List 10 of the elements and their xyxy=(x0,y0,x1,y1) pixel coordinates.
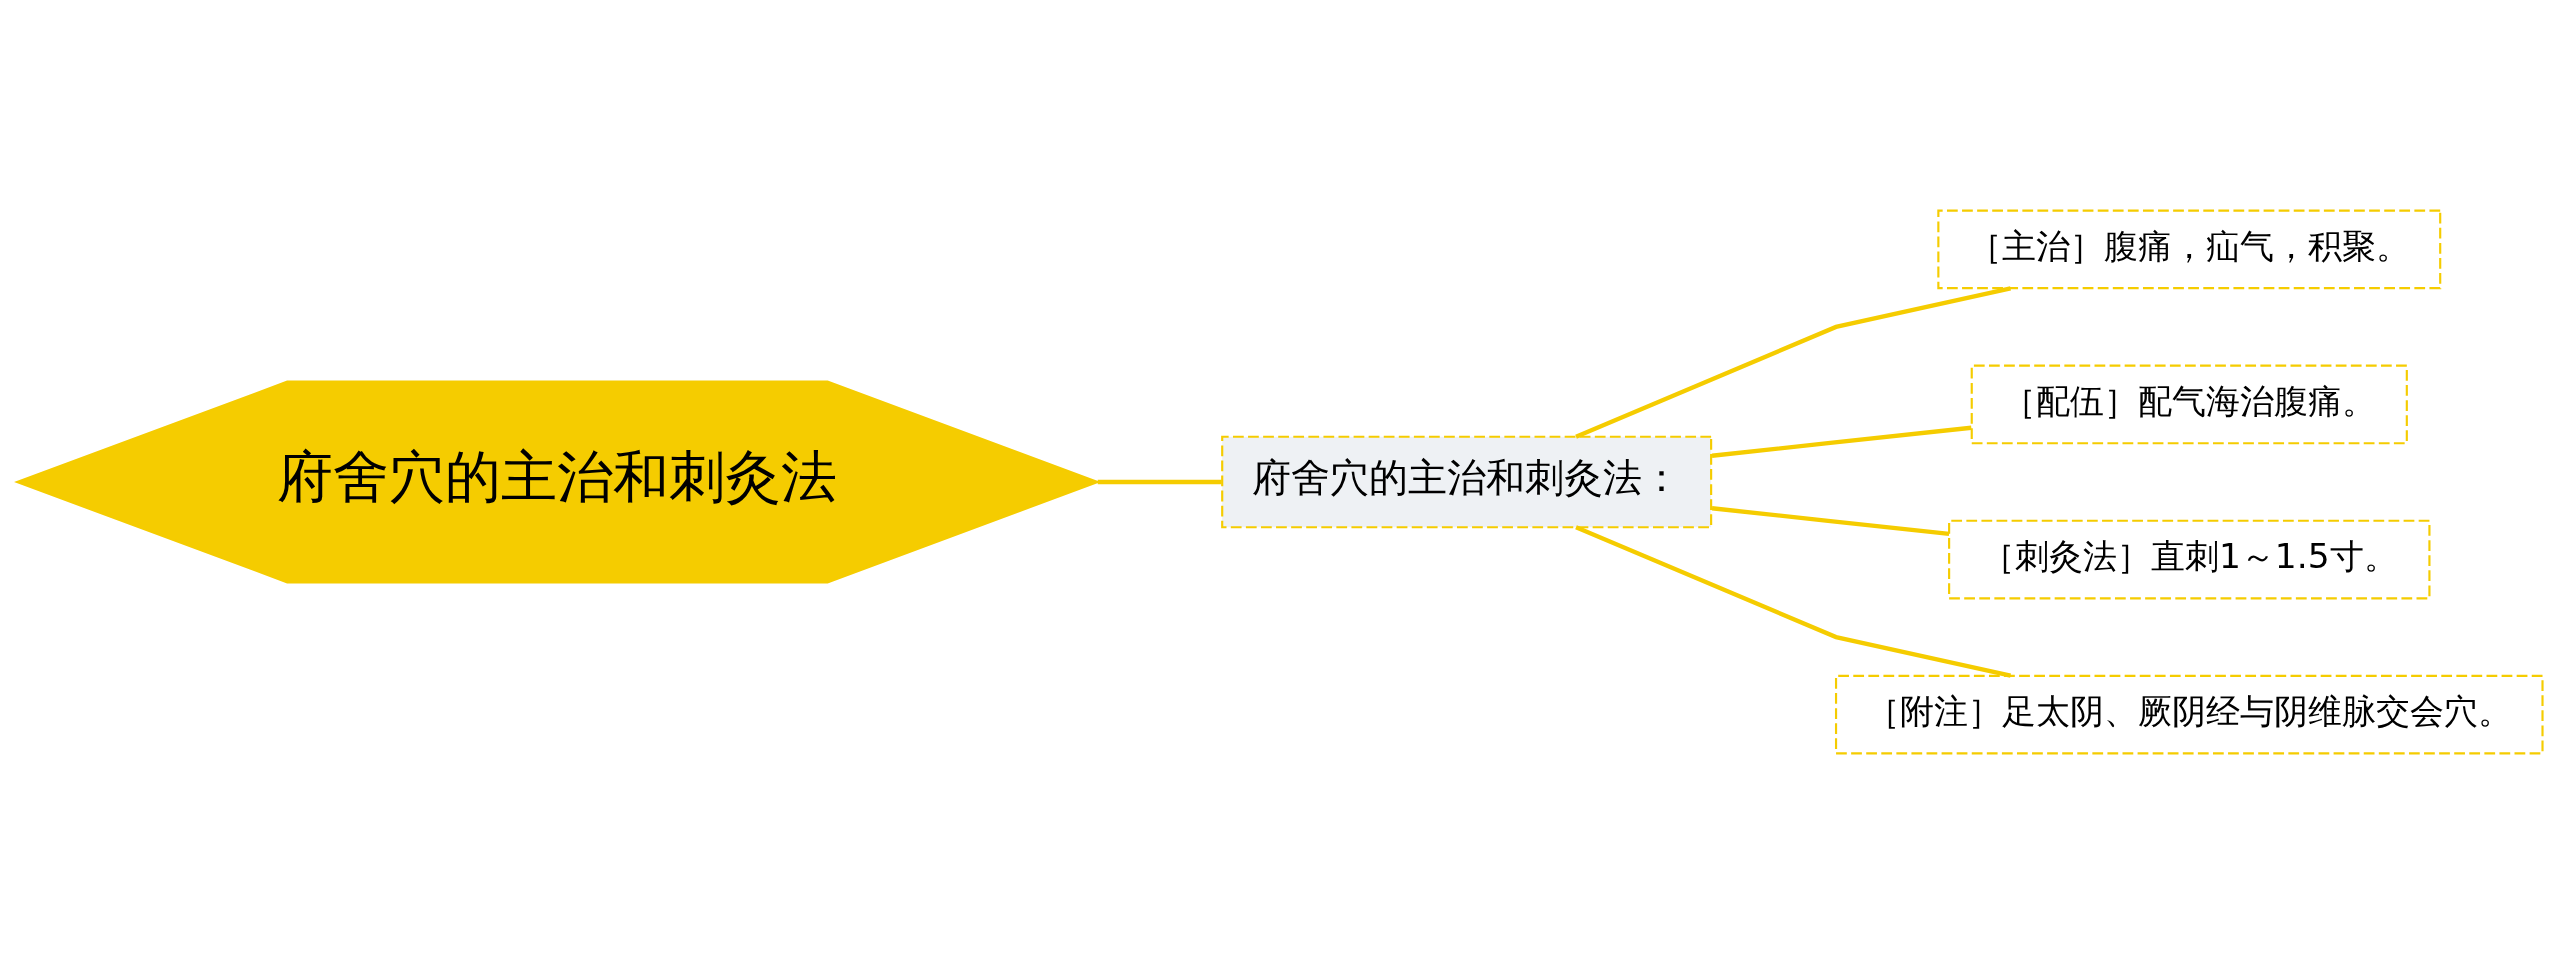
connector xyxy=(1711,425,1972,458)
node-box: ［配伍］配气海治腹痛。 xyxy=(1970,364,2408,444)
connector xyxy=(1575,285,2011,439)
connector xyxy=(1097,479,1222,484)
node-box: ［附注］足太阴、厥阴经与阴维脉交会穴。 xyxy=(1834,674,2544,754)
node-box: ［主治］腹痛，疝气，积聚。 xyxy=(1937,209,2442,289)
connector xyxy=(1711,505,1950,536)
connector xyxy=(1575,524,2011,678)
node-box: 府舍穴的主治和刺灸法： xyxy=(1221,435,1713,528)
node-box: ［刺灸法］直刺1～1.5寸。 xyxy=(1948,519,2431,599)
